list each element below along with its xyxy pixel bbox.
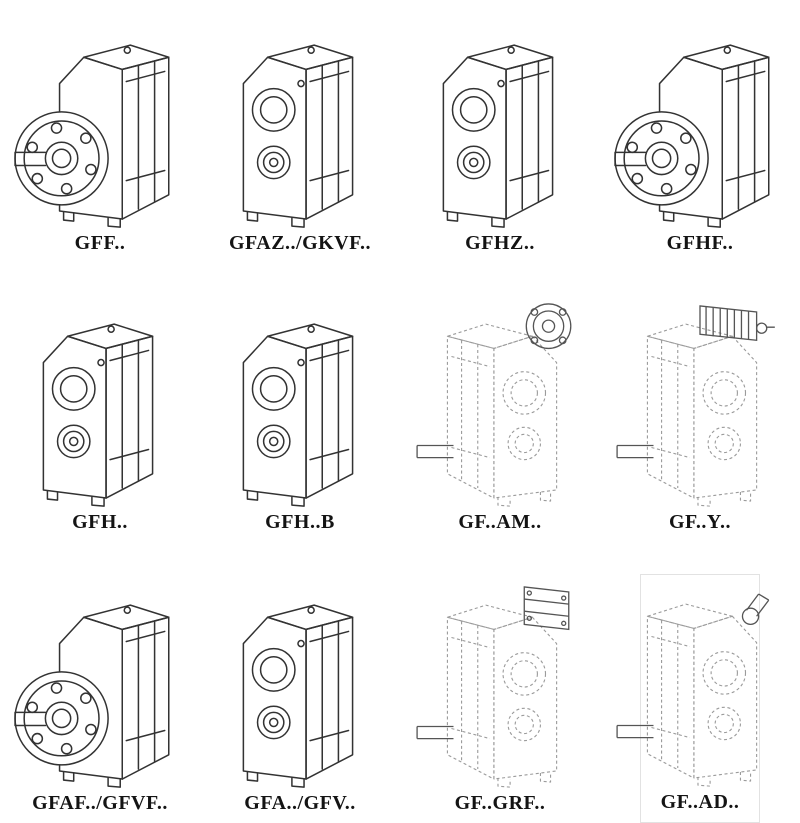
gearbox-model-label: GFHF.. — [666, 232, 734, 254]
gearbox-bore-drawing — [209, 16, 391, 230]
catalog-cell-gf-am: GF..AM.. — [440, 295, 560, 542]
catalog-cell-gfaf-gfvf: GFAF../GFVF.. — [40, 574, 160, 823]
gearbox-flange-drawing — [9, 16, 191, 230]
gearbox-model-label: GF..GRF.. — [454, 792, 546, 814]
catalog-cell-gfaz-gkvf: GFAZ../GKVF.. — [229, 16, 371, 263]
gearbox-ghost-cover-drawing — [409, 576, 591, 790]
gearbox-model-label: GF..AM.. — [458, 511, 542, 533]
gearbox-bore-drawing — [9, 295, 191, 509]
gearbox-flange-drawing — [609, 16, 791, 230]
catalog-cell-gfh: GFH.. — [40, 295, 160, 542]
gearbox-bore-drawing — [209, 295, 391, 509]
gearbox-ghost-motor-drawing — [609, 295, 791, 509]
gearbox-ghost-flange-drawing — [409, 295, 591, 509]
catalog-cell-gf-y: GF..Y.. — [640, 295, 760, 542]
catalog-cell-gfhf: GFHF.. — [640, 16, 760, 263]
gearbox-model-label: GF..Y.. — [668, 511, 732, 533]
gearbox-model-label: GFAF../GFVF.. — [32, 792, 168, 814]
gearbox-ghost-shaft-drawing — [609, 575, 791, 789]
catalog-cell-gf-ad: GF..AD.. — [640, 574, 760, 823]
gearbox-model-label: GFHZ.. — [465, 232, 535, 254]
gearbox-bore-drawing — [409, 16, 591, 230]
gearbox-model-label: GFF.. — [74, 232, 126, 254]
catalog-cell-gfh-b: GFH..B — [240, 295, 360, 542]
catalog-cell-gff: GFF.. — [40, 16, 160, 263]
gearbox-model-label: GFAZ../GKVF.. — [228, 232, 372, 254]
catalog-cell-gfhz: GFHZ.. — [440, 16, 560, 263]
gearbox-model-label: GFH.. — [72, 511, 128, 533]
catalog-cell-gf-grf: GF..GRF.. — [440, 574, 560, 823]
gearbox-model-label: GFH..B — [265, 511, 335, 533]
catalog-cell-gfa-gfv: GFA../GFV.. — [240, 574, 360, 823]
gearbox-model-label: GFA../GFV.. — [244, 792, 356, 814]
gearbox-flange-drawing — [9, 576, 191, 790]
gearbox-model-label: GF..AD.. — [660, 791, 740, 813]
gearbox-bore-drawing — [209, 576, 391, 790]
